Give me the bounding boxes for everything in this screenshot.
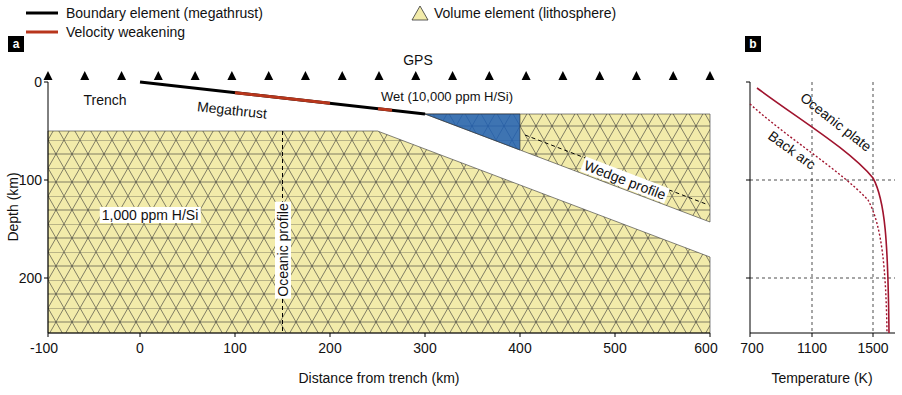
tick-label: 600 xyxy=(694,340,717,356)
gps-stations xyxy=(44,71,715,80)
gps-label: GPS xyxy=(403,52,433,68)
legend-text: Velocity weakening xyxy=(66,24,185,40)
tick-label: 0 xyxy=(136,340,144,356)
axis-title: Temperature (K) xyxy=(771,370,872,386)
gps-station xyxy=(411,71,420,80)
panel-letter-text: a xyxy=(13,37,20,51)
profile-label: Oceanic profile xyxy=(275,201,291,298)
axis-b xyxy=(746,82,895,337)
gps-station xyxy=(80,71,89,80)
gps-station xyxy=(485,71,494,80)
gps-station xyxy=(117,71,126,80)
panel-letter: b xyxy=(745,36,761,52)
gps-station xyxy=(595,71,604,80)
panel-letter-text: b xyxy=(749,37,756,51)
legend-swatch xyxy=(412,6,428,20)
grid-b xyxy=(750,82,895,333)
legend-swatch xyxy=(26,12,58,15)
oceanic-plate-curve xyxy=(757,88,889,333)
gps-station xyxy=(154,71,163,80)
tick-label: 100 xyxy=(223,340,246,356)
gps-station xyxy=(448,71,457,80)
region-label: Wet (10,000 ppm H/Si) xyxy=(381,89,513,105)
gps-station xyxy=(44,71,53,80)
trench-label: Trench xyxy=(83,92,126,108)
legend-text: Boundary element (megathrust) xyxy=(66,5,263,21)
tick-label: 1500 xyxy=(857,340,888,356)
gps-station xyxy=(632,71,641,80)
tick-label: -100 xyxy=(30,340,58,356)
gps-station xyxy=(669,71,678,80)
gps-station xyxy=(338,71,347,80)
legend-swatch xyxy=(26,31,58,34)
axis-a xyxy=(44,82,710,337)
velocity-weakening-line xyxy=(378,109,392,111)
wedge-profile-line xyxy=(525,135,706,204)
wedge-lithosphere xyxy=(425,114,710,222)
wet-region xyxy=(425,114,520,150)
axis-title: Depth (km) xyxy=(5,172,21,241)
fault-label: Megathrust xyxy=(196,98,267,121)
velocity-weakening-line xyxy=(235,93,330,104)
tick-label: 200 xyxy=(19,270,42,286)
axis-title: Distance from trench (km) xyxy=(298,370,459,386)
gps-station xyxy=(706,71,715,80)
gps-station xyxy=(227,71,236,80)
panel-letter: a xyxy=(8,36,24,52)
tick-label: 500 xyxy=(603,340,626,356)
gps-station xyxy=(301,71,310,80)
tick-label: 700 xyxy=(740,340,763,356)
tick-label: 400 xyxy=(508,340,531,356)
gps-station xyxy=(264,71,273,80)
tick-label: 0 xyxy=(34,74,42,90)
gps-station xyxy=(375,71,384,80)
curve-label: Back arc xyxy=(765,128,818,173)
gps-station xyxy=(558,71,567,80)
tick-label: 1100 xyxy=(797,340,827,356)
gps-station xyxy=(191,71,200,80)
legend-text: Volume element (lithosphere) xyxy=(434,5,616,21)
tick-label: 300 xyxy=(413,340,436,356)
tick-label: 100 xyxy=(19,172,42,188)
gps-station xyxy=(522,71,531,80)
region-label: 1,000 ppm H/Si xyxy=(100,207,201,223)
tick-label: 200 xyxy=(318,340,341,356)
